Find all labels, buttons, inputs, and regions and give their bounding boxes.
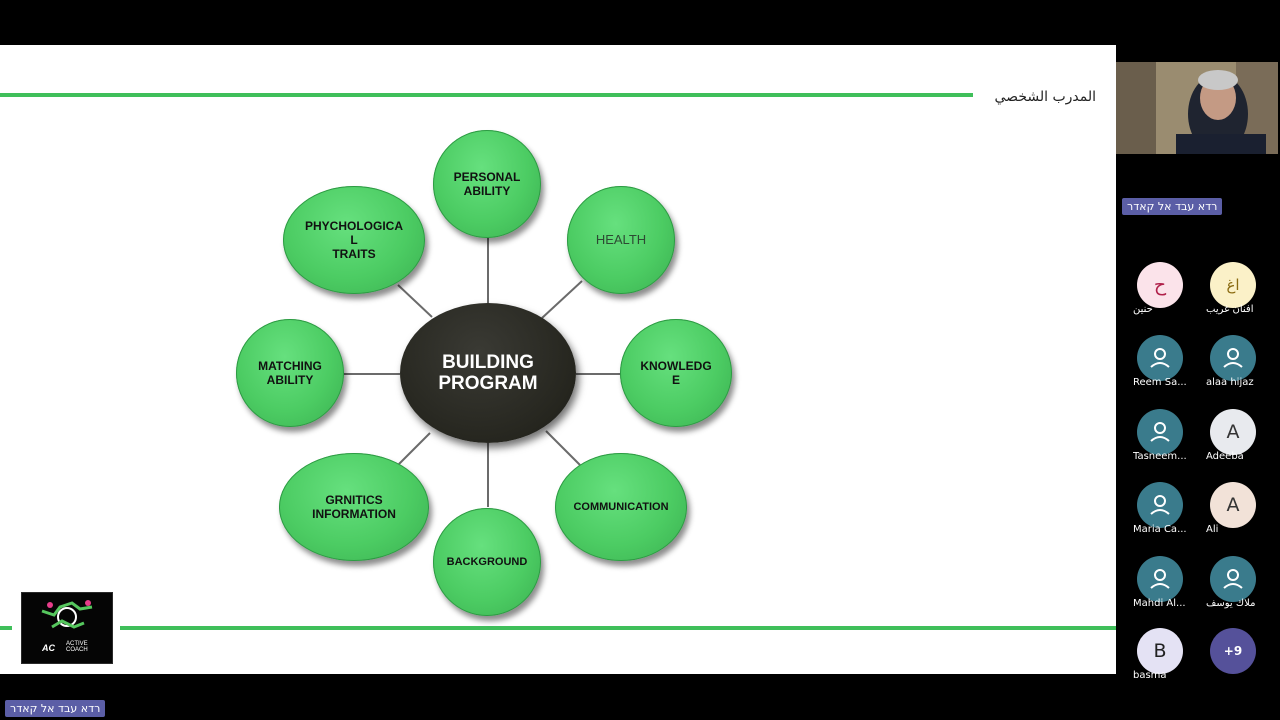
participant-name: Maria Ca... [1133,524,1187,535]
bottom-divider-line-left [0,626,12,630]
participant-avatar[interactable] [1210,335,1256,381]
center-label: BUILDING PROGRAM [438,352,538,394]
participant-name: basma [1133,670,1167,681]
node-psychological-traits: PHYCHOLOGICA L TRAITS [283,186,425,294]
node-label: PHYCHOLOGICA L TRAITS [304,219,403,261]
participant-avatar[interactable]: اغ [1210,262,1256,308]
participant-avatar[interactable]: A [1210,409,1256,455]
bottom-presenter-tag: רדא עבד אל קאדר [5,700,106,717]
participant-avatar[interactable] [1137,482,1183,528]
avatar-initial: A [1226,494,1240,516]
active-coach-logo: AC ACTIVE COACH [21,592,113,664]
avatar-initial: B [1153,640,1167,662]
user-icon [1150,569,1170,589]
logo-subtext: ACTIVE COACH [66,641,88,653]
presentation-slide: المدرب الشخصي PERSONAL ABILITY HEALTH KN… [0,45,1116,674]
participant-name: افنان غريب [1206,304,1254,315]
participant-name: حنين [1133,304,1153,315]
center-node-building-program: BUILDING PROGRAM [400,303,576,443]
participant-name: ملاك يوسف [1206,598,1256,609]
slide-title: المدرب الشخصي [994,89,1096,105]
participant-avatar[interactable]: +9 [1210,628,1256,674]
connector-lines [344,235,620,507]
presenter-video-tile[interactable] [1116,62,1278,154]
node-matching-ability: MATCHING ABILITY [236,319,344,427]
node-personal-ability: PERSONAL ABILITY [433,130,541,238]
participant-name: Reem Sa... [1133,377,1187,388]
participant-avatar[interactable]: A [1210,482,1256,528]
node-communication: COMMUNICATION [555,453,687,561]
participant-name: Adeeba [1206,451,1244,462]
user-icon [1223,348,1243,368]
participant-name: Ali [1206,524,1219,535]
presenter-video-feed [1116,62,1278,154]
participant-name: Mahdi Al... [1133,598,1186,609]
user-icon [1150,495,1170,515]
node-label: KNOWLEDG E [640,359,712,387]
participant-name: Tasneem... [1133,451,1187,462]
node-genetics-information: GRNITICS INFORMATION [279,453,429,561]
node-label: PERSONAL ABILITY [453,170,521,198]
participant-avatar[interactable] [1137,335,1183,381]
avatar-initial: A [1226,421,1240,443]
participant-avatar[interactable]: ح [1137,262,1183,308]
node-label: BACKGROUND [446,556,528,568]
participant-name: alaa hijaz [1206,377,1254,388]
participant-avatar[interactable] [1210,556,1256,602]
avatar-initial: اغ [1226,276,1240,294]
node-background: BACKGROUND [433,508,541,616]
participant-avatar[interactable] [1137,409,1183,455]
bottom-divider-line [120,626,1116,630]
user-icon [1223,569,1243,589]
runner-logo-icon [41,600,93,629]
node-knowledge: KNOWLEDG E [620,319,732,427]
avatar-initial: ح [1153,274,1167,296]
logo-text: AC [42,643,55,653]
top-divider-line [0,93,973,97]
avatar-initial: +9 [1223,644,1243,658]
user-icon [1150,422,1170,442]
node-label: HEALTH [595,232,647,247]
node-label: GRNITICS INFORMATION [312,493,396,521]
node-label: COMMUNICATION [573,501,669,513]
node-label: MATCHING ABILITY [258,359,322,387]
participant-avatar[interactable] [1137,556,1183,602]
presenter-name-tag: רדא עבד אל קאדר [1122,198,1223,215]
participant-avatar[interactable]: B [1137,628,1183,674]
user-icon [1150,348,1170,368]
node-health: HEALTH [567,186,675,294]
